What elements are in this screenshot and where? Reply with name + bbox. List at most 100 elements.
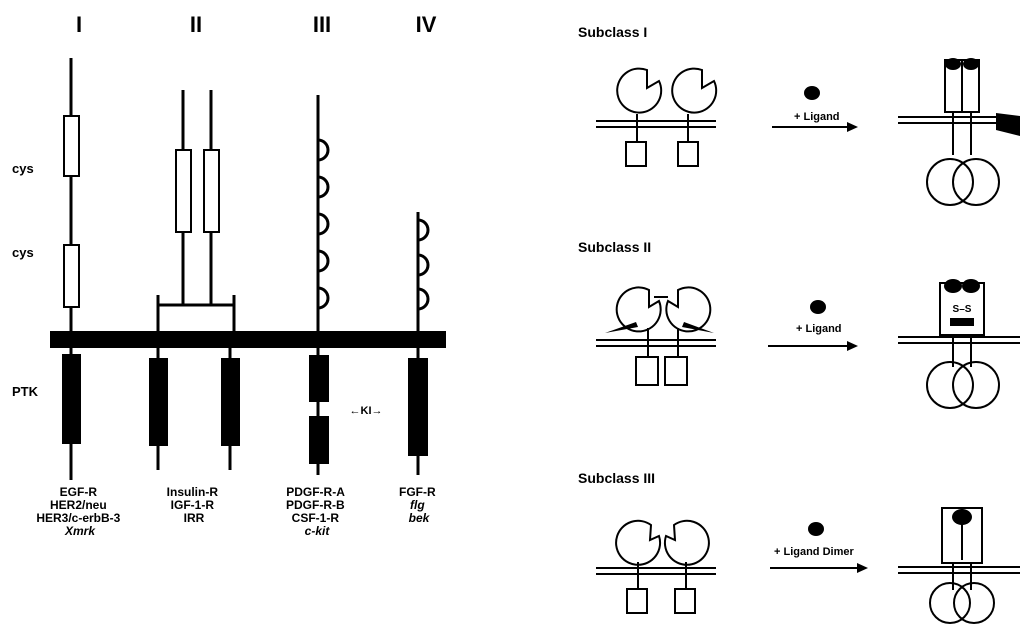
ig-like-loop bbox=[317, 138, 330, 162]
receptor-list-class-4: FGF-R flg bek bbox=[399, 485, 439, 525]
bound-ligand bbox=[945, 58, 961, 70]
bound-ligand bbox=[963, 58, 979, 70]
kinase-domain bbox=[926, 158, 974, 206]
class-numeral-1: I bbox=[76, 12, 82, 37]
receptor-class-1 bbox=[62, 58, 81, 480]
kinase-domain bbox=[674, 588, 696, 614]
arrow-head bbox=[857, 563, 868, 573]
membrane-fragment bbox=[996, 113, 1020, 136]
ptk-label: PTK bbox=[12, 384, 39, 399]
ligand bbox=[804, 86, 820, 100]
kinase-domain bbox=[309, 355, 329, 402]
receptor-list-class-1: EGF-R HER2/neu HER3/c-erbB-3 Xmrk bbox=[36, 485, 123, 538]
receptor-name: PDGF-R-B bbox=[286, 498, 345, 512]
receptor-class-4 bbox=[408, 212, 430, 475]
ig-like-loop bbox=[417, 218, 430, 242]
cys-rich-domain bbox=[175, 149, 192, 233]
activated-dimer bbox=[898, 58, 1020, 206]
kinase-domain bbox=[625, 141, 647, 167]
arrow-label: + Ligand bbox=[794, 111, 840, 123]
kinase-domain bbox=[221, 358, 240, 446]
receptor-class-2 bbox=[149, 90, 240, 470]
kinase-domain bbox=[926, 361, 974, 409]
beta-subunit-fragment bbox=[605, 322, 638, 333]
receptor-name: Xmrk bbox=[64, 524, 96, 538]
receptor-name: PDGF-R-A bbox=[286, 485, 345, 499]
receptor-name: HER3/c-erbB-3 bbox=[36, 511, 120, 525]
receptor-classes-panel: I II III IV cys cys PTK bbox=[12, 12, 446, 538]
cys-rich-domain bbox=[203, 149, 220, 233]
kinase-domain bbox=[953, 582, 995, 624]
kinase-domain bbox=[309, 416, 329, 464]
subclass-1-row: Subclass I + Ligand bbox=[578, 24, 1020, 206]
subclass-2-title: Subclass II bbox=[578, 239, 651, 255]
receptor-monomers bbox=[596, 286, 716, 386]
receptor-name: flg bbox=[410, 498, 425, 512]
ligand-binding-domain bbox=[939, 282, 985, 336]
receptor-name: Insulin-R bbox=[167, 485, 219, 499]
ligand bbox=[810, 300, 826, 314]
bound-ligand bbox=[962, 279, 980, 293]
receptor-name: HER2/neu bbox=[50, 498, 107, 512]
beta-subunit-fragment bbox=[682, 322, 714, 333]
cys-rich-domain bbox=[63, 244, 80, 308]
ig-like-loop bbox=[417, 253, 430, 277]
arrow-head bbox=[847, 341, 858, 351]
ig-like-loop bbox=[317, 286, 330, 310]
cys-rich-domain bbox=[63, 115, 80, 177]
ig-like-loop bbox=[317, 175, 330, 199]
receptor-name: CSF-1-R bbox=[292, 511, 340, 525]
disulfide-label: S–S bbox=[953, 304, 972, 315]
activated-dimer: S–S bbox=[898, 279, 1020, 409]
receptor-name: FGF-R bbox=[399, 485, 436, 499]
kinase-domain bbox=[62, 354, 81, 444]
ig-like-loop bbox=[317, 212, 330, 236]
arrow-head bbox=[847, 122, 858, 132]
kinase-domain bbox=[677, 141, 699, 167]
ig-like-loop bbox=[317, 249, 330, 273]
plasma-membrane bbox=[50, 331, 446, 348]
ligand-binding-domain bbox=[665, 286, 712, 333]
arrow-label: + Ligand bbox=[796, 323, 842, 335]
arrow-label: + Ligand Dimer bbox=[774, 546, 854, 558]
kinase-domain bbox=[952, 361, 1000, 409]
ligand-binding-domain bbox=[615, 519, 662, 566]
class-numeral-2: II bbox=[190, 12, 202, 37]
kinase-domain bbox=[408, 358, 428, 456]
receptor-list-class-3: PDGF-R-A PDGF-R-B CSF-1-R c-kit bbox=[286, 485, 348, 538]
receptor-name: IGF-1-R bbox=[171, 498, 215, 512]
ig-like-loop bbox=[417, 287, 430, 311]
kinase-domain bbox=[664, 356, 688, 386]
receptor-list-class-2: Insulin-R IGF-1-R IRR bbox=[167, 485, 222, 525]
activation-panel: Subclass I + Ligand bbox=[578, 24, 1020, 624]
bound-ligand-dimer bbox=[952, 509, 972, 525]
class-numeral-4: IV bbox=[416, 12, 437, 37]
activated-dimer bbox=[898, 507, 1020, 624]
kinase-insert-label: ←KI→ bbox=[350, 405, 383, 417]
ligand-binding-domain bbox=[671, 67, 718, 114]
receptor-monomers bbox=[596, 519, 716, 614]
subclass-3-title: Subclass III bbox=[578, 470, 655, 486]
subclass-2-row: Subclass II + Ligand bbox=[578, 239, 1020, 409]
receptor-name: bek bbox=[409, 511, 431, 525]
cys-label-lower: cys bbox=[12, 245, 34, 260]
cys-label-upper: cys bbox=[12, 161, 34, 176]
kinase-domain bbox=[149, 358, 168, 446]
subclass-1-title: Subclass I bbox=[578, 24, 647, 40]
receptor-name: IRR bbox=[184, 511, 205, 525]
receptor-class-3 bbox=[309, 95, 330, 475]
kinase-domain bbox=[635, 356, 659, 386]
receptor-name: EGF-R bbox=[60, 485, 98, 499]
ligand-dimer bbox=[808, 522, 824, 536]
disulfide-bridge bbox=[950, 318, 974, 326]
receptor-monomers bbox=[596, 67, 718, 167]
ligand-binding-domain bbox=[663, 519, 710, 566]
ligand-binding-domain bbox=[616, 67, 663, 114]
kinase-domain bbox=[929, 582, 971, 624]
class-numeral-3: III bbox=[313, 12, 331, 37]
kinase-domain bbox=[952, 158, 1000, 206]
receptor-name: c-kit bbox=[305, 524, 331, 538]
ligand-binding-domain bbox=[615, 286, 662, 333]
subclass-3-row: Subclass III + Ligand Dimer bbox=[578, 470, 1020, 624]
